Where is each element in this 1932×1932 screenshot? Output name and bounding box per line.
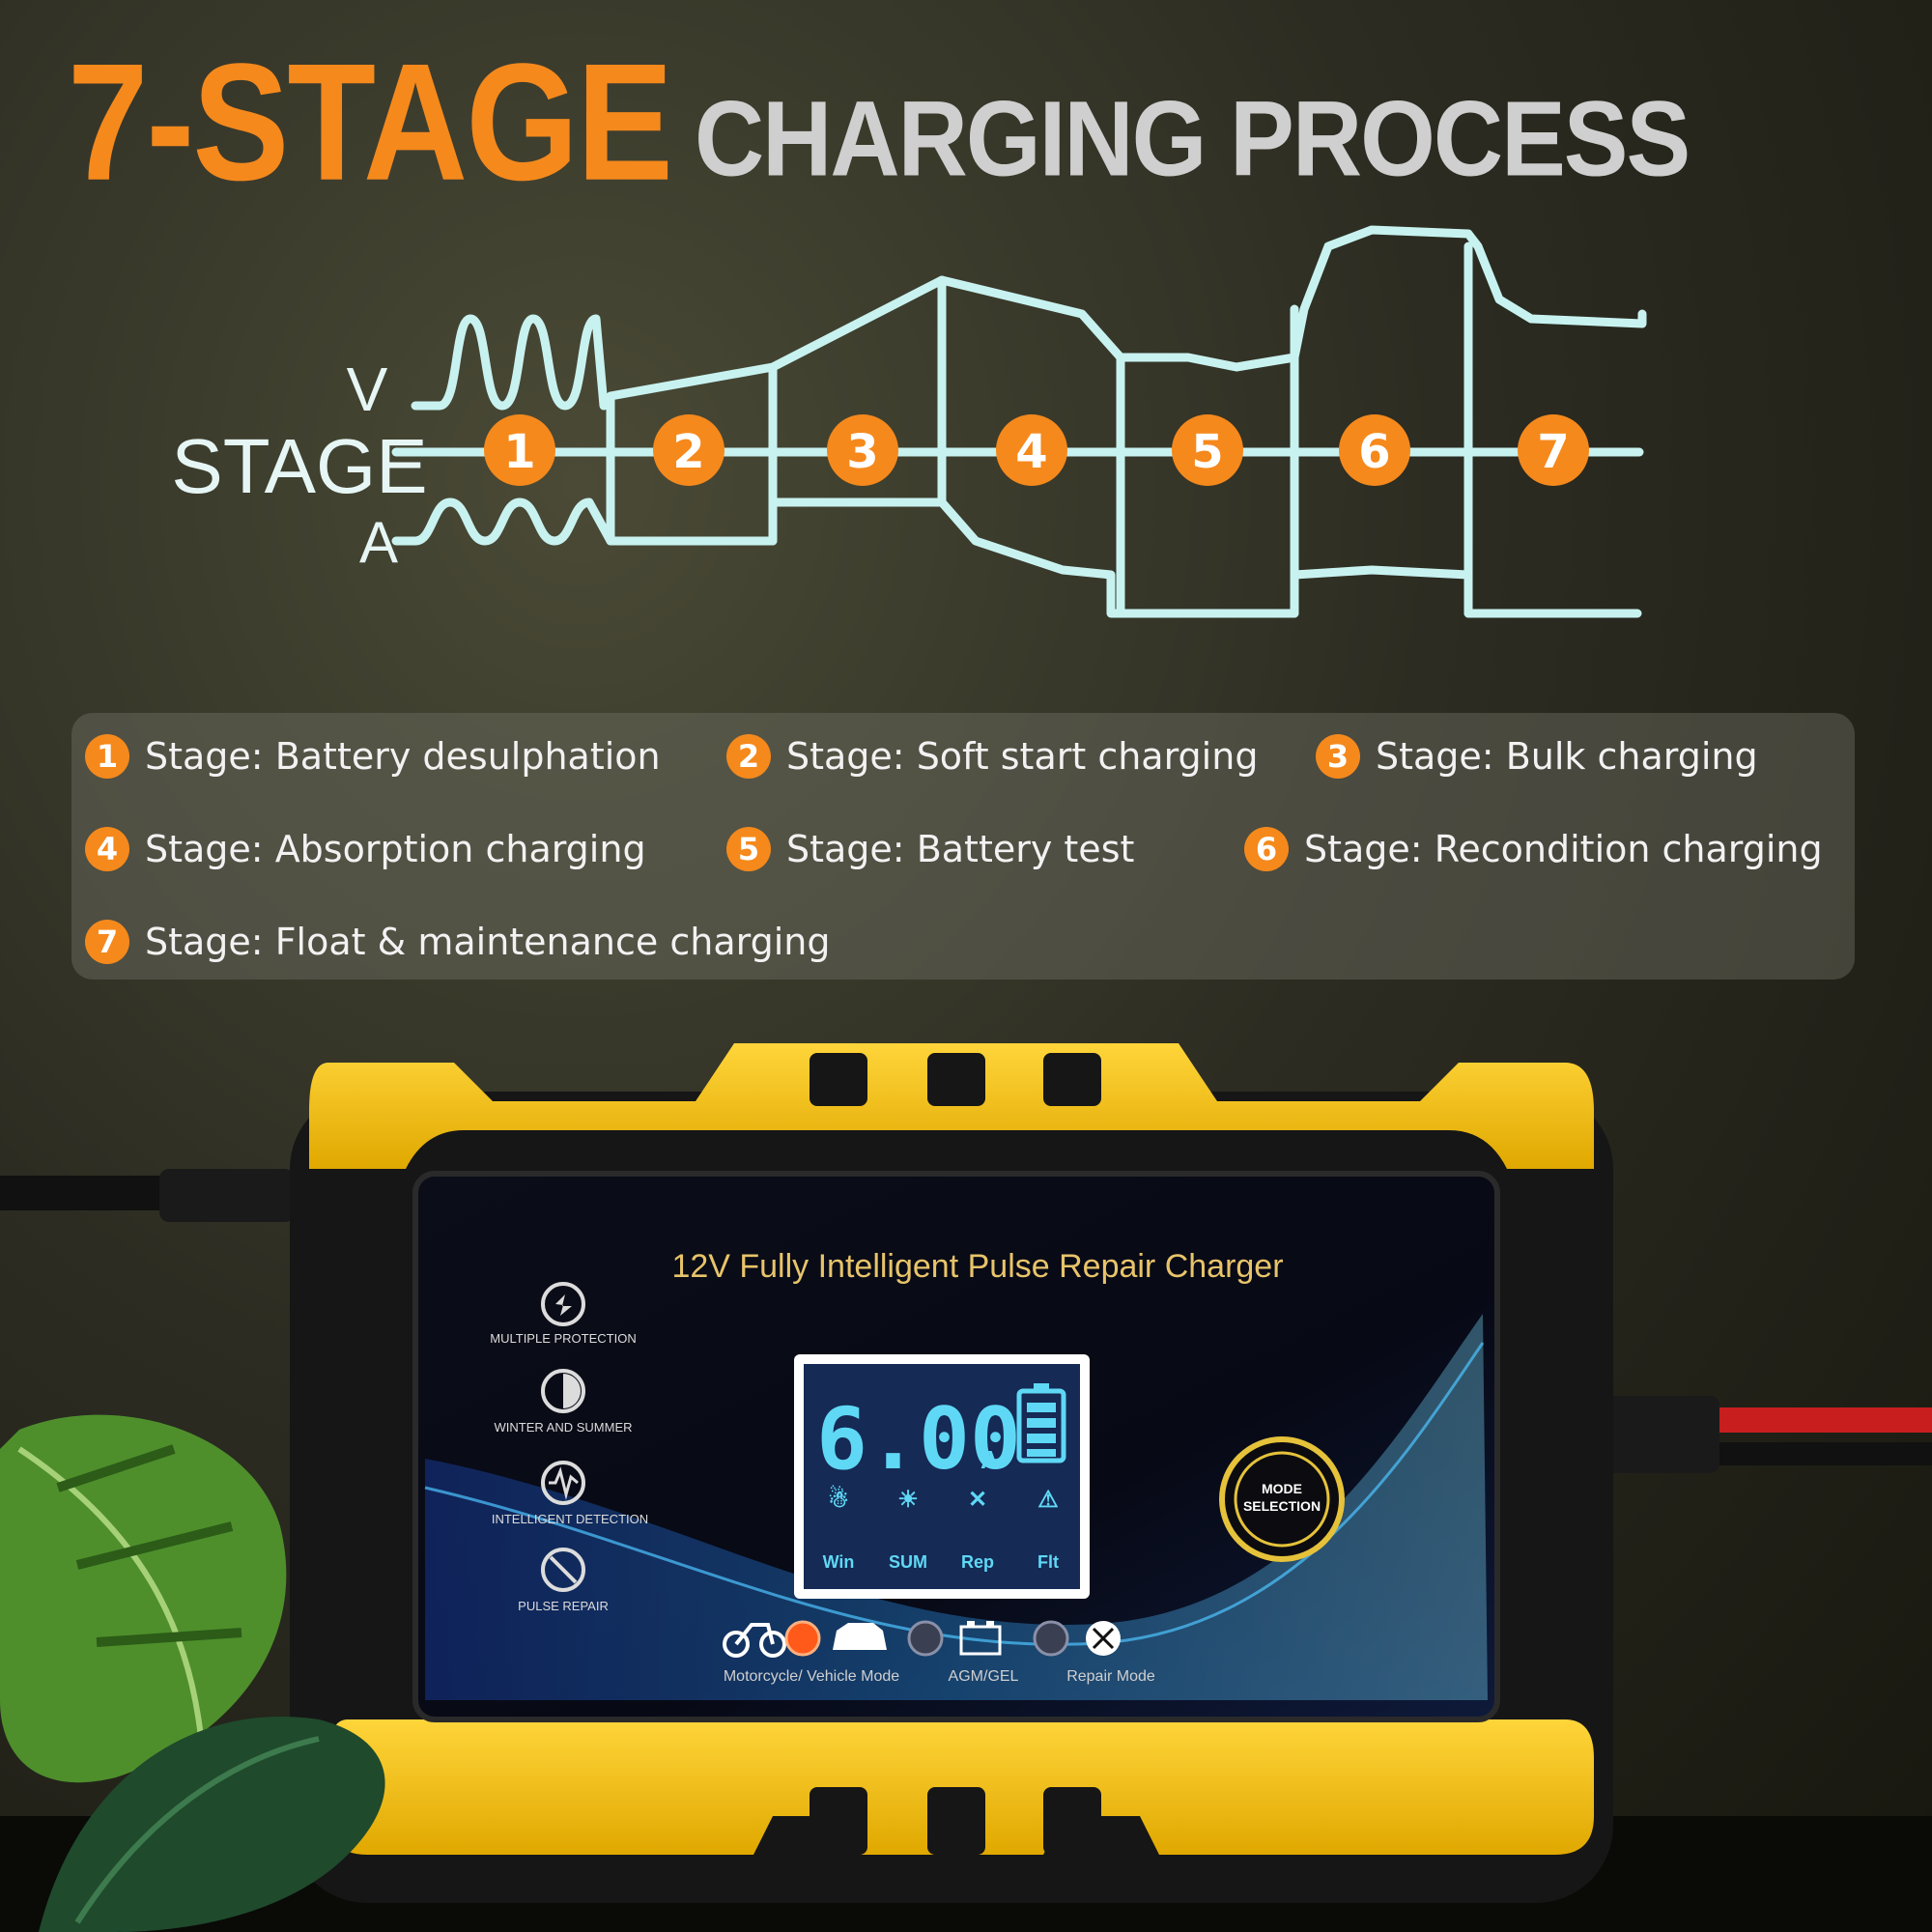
legend-item-2: 2 Stage: Soft start charging	[726, 734, 1258, 779]
warning-icon: ⚠	[1037, 1487, 1059, 1513]
feature-label-3: INTELLIGENT DETECTION	[492, 1512, 648, 1526]
legend-number-2: 2	[726, 734, 771, 779]
top-vent-1	[810, 1053, 867, 1106]
legend-item-6: 6 Stage: Recondition charging	[1244, 827, 1823, 871]
legend-number-6: 6	[1244, 827, 1289, 871]
legend-item-1: 1 Stage: Battery desulphation	[85, 734, 661, 779]
stage-badge-1	[484, 414, 555, 486]
legend-text-4: Stage: Absorption charging	[145, 828, 646, 870]
battery-mode-icon	[959, 1621, 1002, 1656]
stage-number-4: 4	[1015, 425, 1047, 479]
monstera-leaf-left	[0, 1414, 287, 1783]
lcd-unit: A	[980, 1445, 999, 1474]
right-cable-strain-relief	[1604, 1396, 1719, 1473]
a-label: A	[359, 510, 398, 575]
stage-badge-5	[1172, 414, 1243, 486]
decorative-wave-line	[424, 1342, 1485, 1646]
lcd-screen	[804, 1364, 1080, 1589]
mode-button-line1: MODE	[1262, 1481, 1302, 1496]
legend-text-2: Stage: Soft start charging	[786, 735, 1259, 778]
bottom-label-3: Repair Mode	[1066, 1668, 1155, 1685]
agm-gel-led	[907, 1620, 944, 1657]
legend-text-6: Stage: Recondition charging	[1304, 828, 1823, 870]
feature-label-1: MULTIPLE PROTECTION	[490, 1331, 636, 1346]
mode-selection-button[interactable]: MODE SELECTION	[1219, 1436, 1345, 1562]
stage-dividers	[606, 242, 1473, 618]
legend-text-3: Stage: Bulk charging	[1376, 735, 1758, 778]
top-vent-3	[1043, 1053, 1101, 1106]
legend-text-1: Stage: Battery desulphation	[145, 735, 661, 778]
stage-number-1: 1	[503, 425, 535, 479]
title-highlight: 7-STAGE	[68, 28, 673, 215]
charging-stage-diagram: V STAGE A 1 2 3 4 5 6 7	[171, 225, 1647, 618]
v-label: V	[347, 355, 388, 424]
wave-glyph-icon	[549, 1466, 579, 1500]
stage-number-7: 7	[1537, 425, 1569, 479]
mode-flt: Flt	[1037, 1552, 1059, 1572]
mode-button-line2: SELECTION	[1243, 1498, 1321, 1514]
legend-text-5: Stage: Battery test	[786, 828, 1135, 870]
bottom-vent-3	[1043, 1787, 1101, 1855]
legend-number-4: 4	[85, 827, 129, 871]
legend-item-3: 3 Stage: Bulk charging	[1316, 734, 1758, 779]
shield-icon	[541, 1282, 585, 1326]
top-vent-2	[927, 1053, 985, 1106]
car-icon	[833, 1623, 887, 1650]
legend-number-7: 7	[85, 920, 129, 964]
stage-badge-2	[653, 414, 724, 486]
current-waveform	[391, 497, 1642, 618]
slash-icon	[549, 1555, 578, 1584]
mode-sum: SUM	[889, 1552, 927, 1572]
half-fill-icon	[563, 1374, 581, 1408]
decorative-wave	[425, 1314, 1488, 1700]
left-cable-strain-relief	[159, 1169, 295, 1222]
motorcycle-mode-led	[784, 1620, 821, 1657]
product-title: 12V Fully Intelligent Pulse Repair Charg…	[671, 1248, 1283, 1285]
half-moon-icon	[541, 1369, 585, 1413]
mode-win: Win	[823, 1552, 855, 1572]
mode-rep: Rep	[961, 1552, 994, 1572]
voltage-waveform	[411, 225, 1647, 411]
stage-badge-7	[1518, 414, 1589, 486]
tools-icon	[1086, 1621, 1121, 1656]
legend-item-4: 4 Stage: Absorption charging	[85, 827, 646, 871]
lightning-icon	[555, 1294, 572, 1316]
bottom-label-1: Motorcycle/ Vehicle Mode	[724, 1668, 899, 1685]
pulse-icon	[541, 1461, 585, 1505]
legend-item-7: 7 Stage: Float & maintenance charging	[85, 920, 830, 964]
feature-label-2: WINTER AND SUMMER	[495, 1420, 633, 1435]
bottom-label-2: AGM/GEL	[949, 1668, 1019, 1685]
legend-number-3: 3	[1316, 734, 1360, 779]
legend-number-1: 1	[85, 734, 129, 779]
snowman-icon: ☃	[828, 1485, 849, 1513]
bottom-vent-1	[810, 1787, 867, 1855]
feature-label-4: PULSE REPAIR	[518, 1599, 609, 1613]
charger-device: 12V Fully Intelligent Pulse Repair Charg…	[0, 1043, 1932, 1932]
stage-number-5: 5	[1191, 425, 1223, 479]
stage-number-2: 2	[672, 425, 704, 479]
wrench-icon: ✕	[968, 1487, 987, 1513]
stage-number-6: 6	[1358, 425, 1390, 479]
stage-badge-4	[996, 414, 1067, 486]
monstera-leaf-bottom	[39, 1716, 385, 1932]
legend-number-5: 5	[726, 827, 771, 871]
stage-number-3: 3	[846, 425, 878, 479]
legend-text-7: Stage: Float & maintenance charging	[145, 921, 831, 963]
stage-legend-panel: 1 Stage: Battery desulphation 2 Stage: S…	[71, 713, 1855, 980]
bottom-vent-2	[927, 1787, 985, 1855]
repair-icon	[541, 1548, 585, 1592]
stage-label: STAGE	[171, 423, 427, 509]
battery-icon	[1016, 1383, 1066, 1463]
sun-icon: ☀	[897, 1487, 919, 1513]
motorcycle-icon	[723, 1623, 786, 1658]
title-rest: CHARGING PROCESS	[694, 79, 1690, 199]
stage-badge-6	[1339, 414, 1410, 486]
repair-mode-led	[1033, 1620, 1069, 1657]
stage-badge-3	[827, 414, 898, 486]
legend-item-5: 5 Stage: Battery test	[726, 827, 1134, 871]
lcd-reading: 6.00	[816, 1389, 1021, 1489]
